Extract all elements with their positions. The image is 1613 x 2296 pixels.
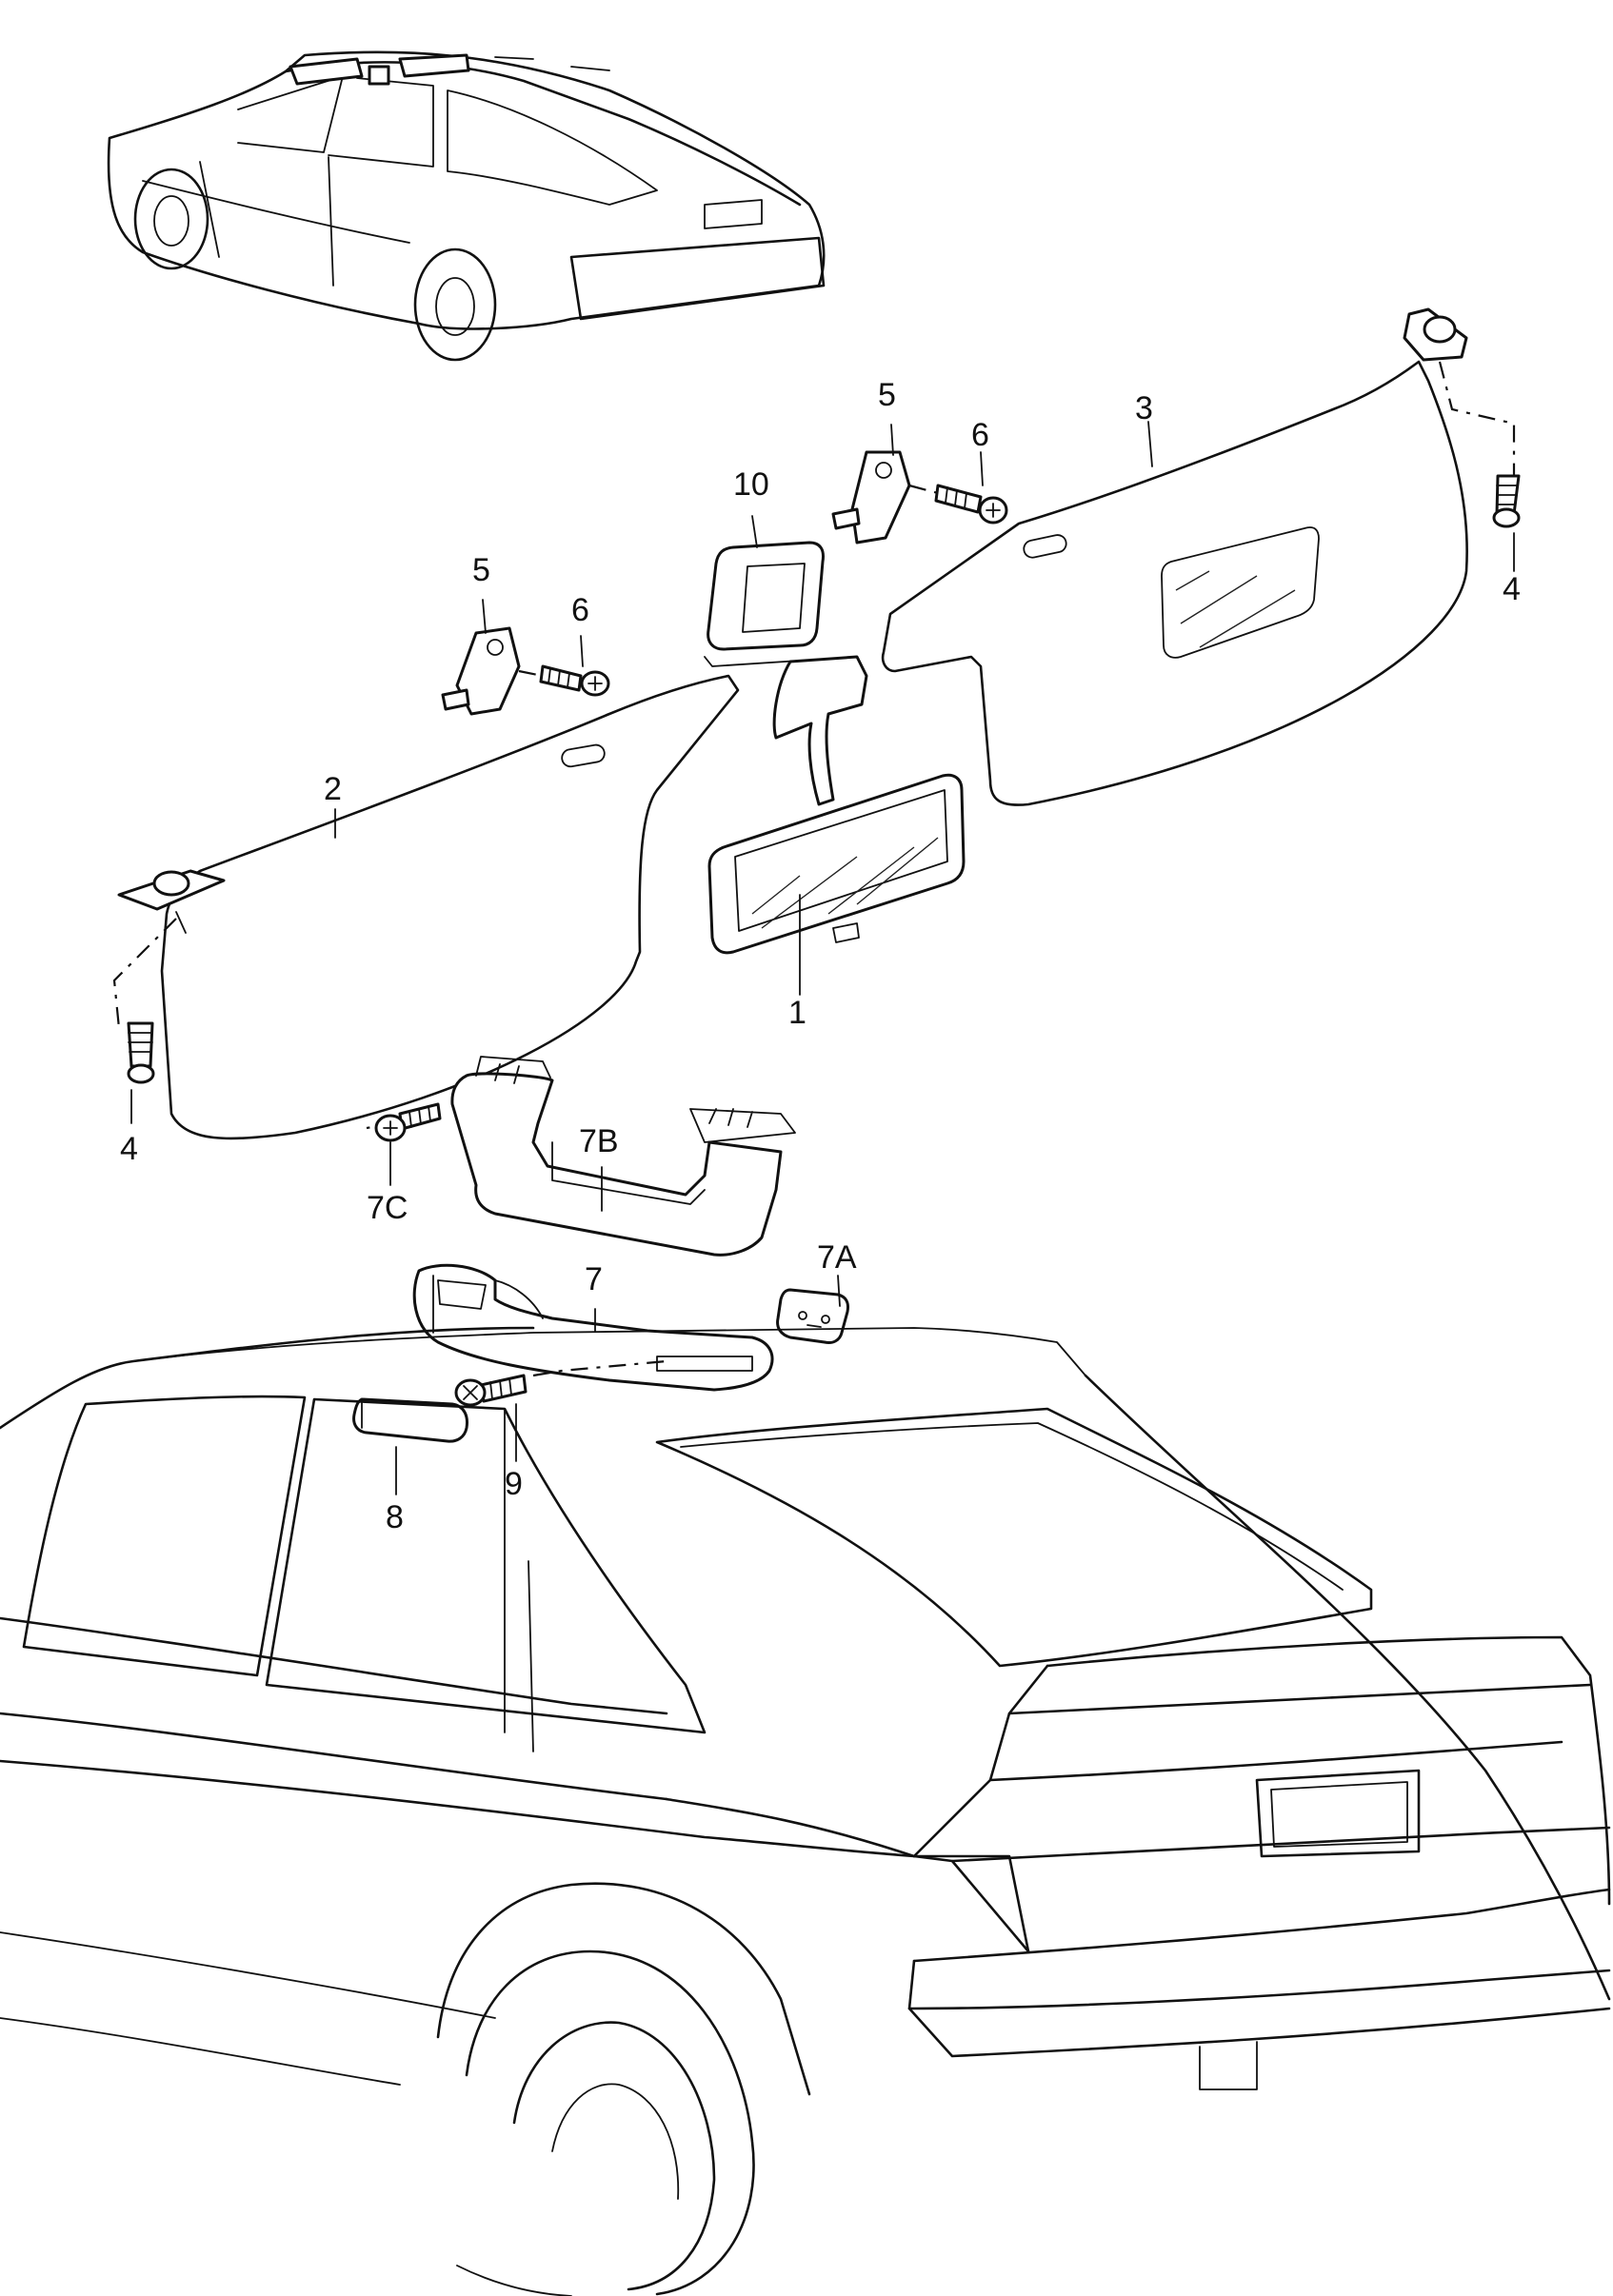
visor-mount-right <box>1403 307 1468 362</box>
sun-visor-left <box>160 674 740 1140</box>
callout-4-left: 4 <box>120 1131 138 1167</box>
screw-4-right <box>1438 361 1521 528</box>
roof-sunvisor-highlight-left <box>289 57 364 86</box>
callout-7a: 7A <box>817 1239 857 1276</box>
callout-2: 2 <box>324 771 342 807</box>
callout-7: 7 <box>585 1261 603 1297</box>
cap-7a <box>776 1288 849 1344</box>
reference-car-large <box>0 1326 1611 2296</box>
screw-7c <box>366 1102 442 1142</box>
callout-5-right: 5 <box>878 377 896 413</box>
callout-4-right: 4 <box>1503 571 1521 607</box>
part-10-clip <box>704 541 825 667</box>
callout-7b: 7B <box>579 1123 619 1159</box>
roof-mirror-highlight <box>368 65 390 86</box>
visor-hinge-left <box>441 626 521 716</box>
clip-8 <box>352 1397 468 1443</box>
callout-8: 8 <box>386 1499 404 1535</box>
visor-hinge-right <box>831 450 911 544</box>
visor-mount-left <box>117 869 226 934</box>
callout-labels: 1 2 3 4 4 5 5 6 6 7 7A 7B 7C 8 9 10 <box>120 377 1521 1535</box>
callout-1: 1 <box>788 995 806 1031</box>
callout-7c: 7C <box>367 1190 408 1226</box>
screw-4-left <box>112 918 177 1084</box>
callout-10: 10 <box>733 466 769 503</box>
rearview-mirror <box>707 655 966 955</box>
screw-6-left <box>518 664 610 697</box>
grab-handle-7 <box>412 1263 774 1392</box>
reference-car-small <box>107 50 826 362</box>
callout-5-left: 5 <box>472 552 490 588</box>
leader-lines <box>130 421 1515 1495</box>
callout-6-left: 6 <box>571 592 589 628</box>
callout-3: 3 <box>1135 390 1153 426</box>
screw-6-right <box>908 484 1008 525</box>
sun-visor-right <box>881 360 1468 806</box>
callout-6-right: 6 <box>971 417 989 453</box>
screw-9 <box>454 1359 667 1407</box>
roof-sunvisor-highlight-right <box>398 53 470 78</box>
callout-9: 9 <box>505 1466 523 1502</box>
handle-bracket-7b <box>450 1056 796 1257</box>
